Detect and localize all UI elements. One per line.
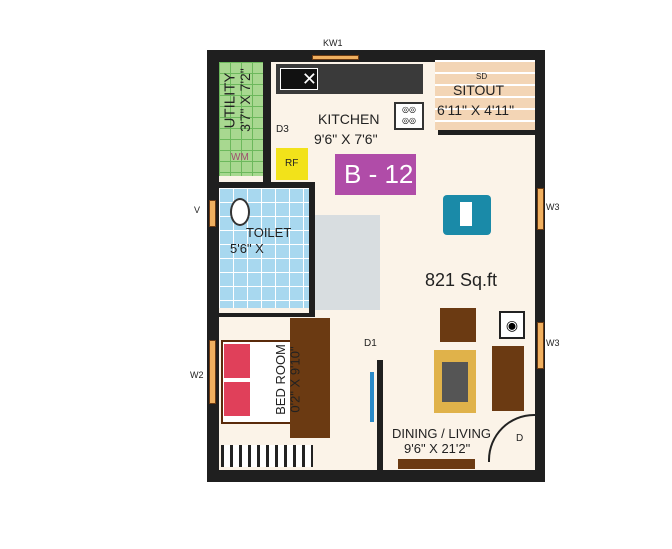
bedroom-size: 0'2" X 9'10" bbox=[287, 346, 303, 413]
sitout-label: SITOUT bbox=[453, 82, 505, 98]
sitout-size: 6'11" X 4'11" bbox=[437, 102, 515, 118]
coffee-table-top bbox=[442, 362, 468, 402]
pillow-icon bbox=[224, 344, 250, 378]
tv-unit bbox=[370, 372, 374, 422]
w3-window-label: W3 bbox=[546, 338, 560, 348]
bedroom-wall bbox=[377, 360, 383, 470]
main-door-label: D bbox=[516, 433, 524, 444]
stove-icon: ◎◎◎◎ bbox=[394, 102, 424, 130]
fridge bbox=[276, 148, 308, 180]
sitout-door-label: SD bbox=[476, 72, 488, 81]
living-size: 9'6" X 21'2" bbox=[404, 441, 471, 456]
kitchen-size: 9'6" X 7'6" bbox=[314, 131, 378, 147]
utility-wall bbox=[263, 62, 271, 182]
unit-badge bbox=[335, 154, 416, 195]
toilet-size: 5'6" X bbox=[230, 241, 264, 256]
utility-size: 3'7" X 7'2" bbox=[236, 68, 253, 132]
pillow-icon bbox=[224, 382, 250, 416]
bedroom-label: BED ROOM bbox=[272, 344, 288, 415]
toilet-label: TOILET bbox=[246, 225, 292, 240]
fridge-label: RF bbox=[285, 158, 299, 169]
ventilator-window bbox=[209, 200, 216, 227]
kw1-window-label: KW1 bbox=[323, 38, 343, 48]
kitchen-label: KITCHEN bbox=[318, 111, 380, 127]
bedroom-top-wall bbox=[219, 313, 315, 317]
armchair bbox=[440, 308, 476, 342]
wardrobe bbox=[315, 215, 380, 310]
washing-machine-label: WM bbox=[231, 152, 249, 163]
wc-icon bbox=[230, 198, 250, 226]
w2-window-label: W2 bbox=[190, 370, 204, 380]
door-d1-label: D1 bbox=[364, 338, 377, 349]
door-d3-label: D3 bbox=[276, 124, 289, 135]
dining-window bbox=[537, 188, 544, 230]
toilet-wall bbox=[309, 188, 315, 313]
bedroom-wardrobe bbox=[221, 445, 313, 467]
unit-number: B - 12 bbox=[344, 159, 414, 189]
living-label: DINING / LIVING bbox=[392, 426, 491, 441]
sink-icon: ✕ bbox=[280, 68, 318, 90]
utility-room bbox=[219, 62, 263, 176]
sitout bbox=[435, 60, 535, 130]
bed-side-table bbox=[290, 318, 330, 438]
toilet-top-wall bbox=[219, 182, 315, 188]
socket-icon: ◉ bbox=[499, 311, 525, 339]
area-label: 821 Sq.ft bbox=[425, 270, 498, 290]
dining-table-top bbox=[460, 202, 472, 226]
w3-window-label: W3 bbox=[546, 202, 560, 212]
ventilator-label: V bbox=[194, 205, 201, 215]
sitout-wall bbox=[438, 130, 535, 135]
shoe-rack bbox=[398, 459, 475, 469]
living-window bbox=[537, 322, 544, 369]
sofa bbox=[492, 346, 524, 411]
bedroom-window bbox=[209, 340, 216, 404]
kitchen-window bbox=[312, 55, 359, 60]
